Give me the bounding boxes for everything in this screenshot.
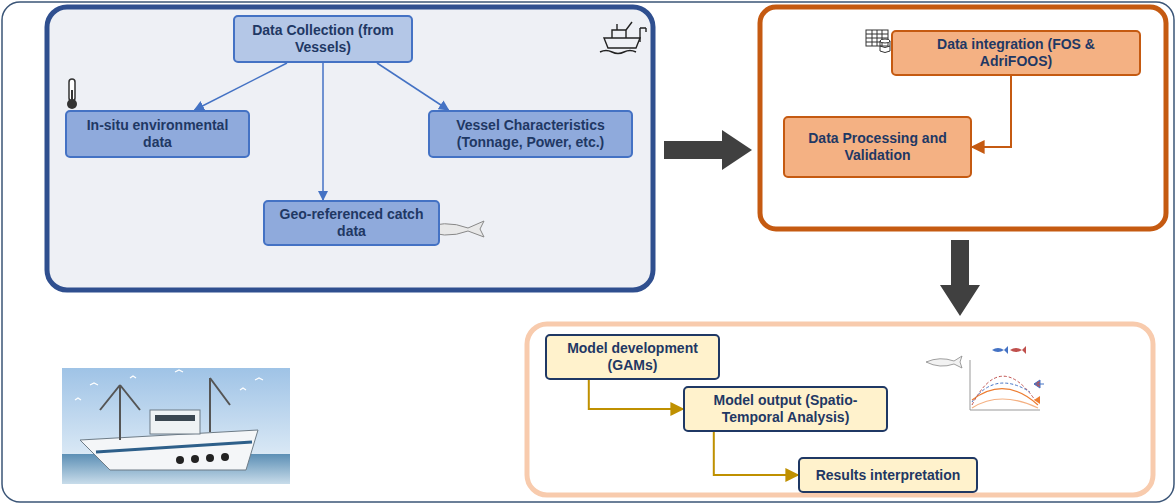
block-arrow xyxy=(664,130,752,170)
box-label: Vessel Characteristics (Tonnage, Power, … xyxy=(438,117,623,151)
process-box: Data integration (FOS & AdriFOOS) xyxy=(891,30,1141,76)
collection-panel xyxy=(47,7,653,290)
processing-panel xyxy=(760,7,1166,229)
flow-connector xyxy=(589,380,683,409)
thermometer-icon xyxy=(67,79,77,109)
response-curves-icon xyxy=(926,346,1044,410)
data-box: In-situ environmental data xyxy=(65,110,250,158)
box-label: Data integration (FOS & AdriFOOS) xyxy=(901,36,1131,70)
flow-connector xyxy=(322,63,324,200)
box-label: Geo-referenced catch data xyxy=(273,206,430,240)
fishing-boat-photo xyxy=(62,368,290,484)
block-arrow xyxy=(940,240,980,316)
box-label: In-situ environmental data xyxy=(75,117,240,151)
box-label: Results interpretation xyxy=(816,467,961,484)
flow-connector xyxy=(972,76,1011,147)
process-box: Data Processing and Validation xyxy=(783,116,972,178)
model-box: Results interpretation xyxy=(798,457,978,493)
box-label: Model output (Spatio-Temporal Analysis) xyxy=(693,392,878,426)
flow-connector xyxy=(377,63,449,110)
ship-icon xyxy=(600,22,646,54)
source-box: Data Collection (from Vessels) xyxy=(233,15,413,63)
flow-connector xyxy=(714,432,798,475)
model-box: Model output (Spatio-Temporal Analysis) xyxy=(683,386,888,432)
model-box: Model development (GAMs) xyxy=(545,334,720,380)
box-label: Model development (GAMs) xyxy=(555,340,710,374)
box-label: Data Processing and Validation xyxy=(793,130,962,164)
flow-connector xyxy=(195,63,288,110)
data-box: Geo-referenced catch data xyxy=(263,200,440,246)
data-box: Vessel Characteristics (Tonnage, Power, … xyxy=(428,110,633,158)
table-database-icon xyxy=(866,30,890,53)
modelling-panel xyxy=(527,324,1153,495)
box-label: Data Collection (from Vessels) xyxy=(243,22,403,56)
